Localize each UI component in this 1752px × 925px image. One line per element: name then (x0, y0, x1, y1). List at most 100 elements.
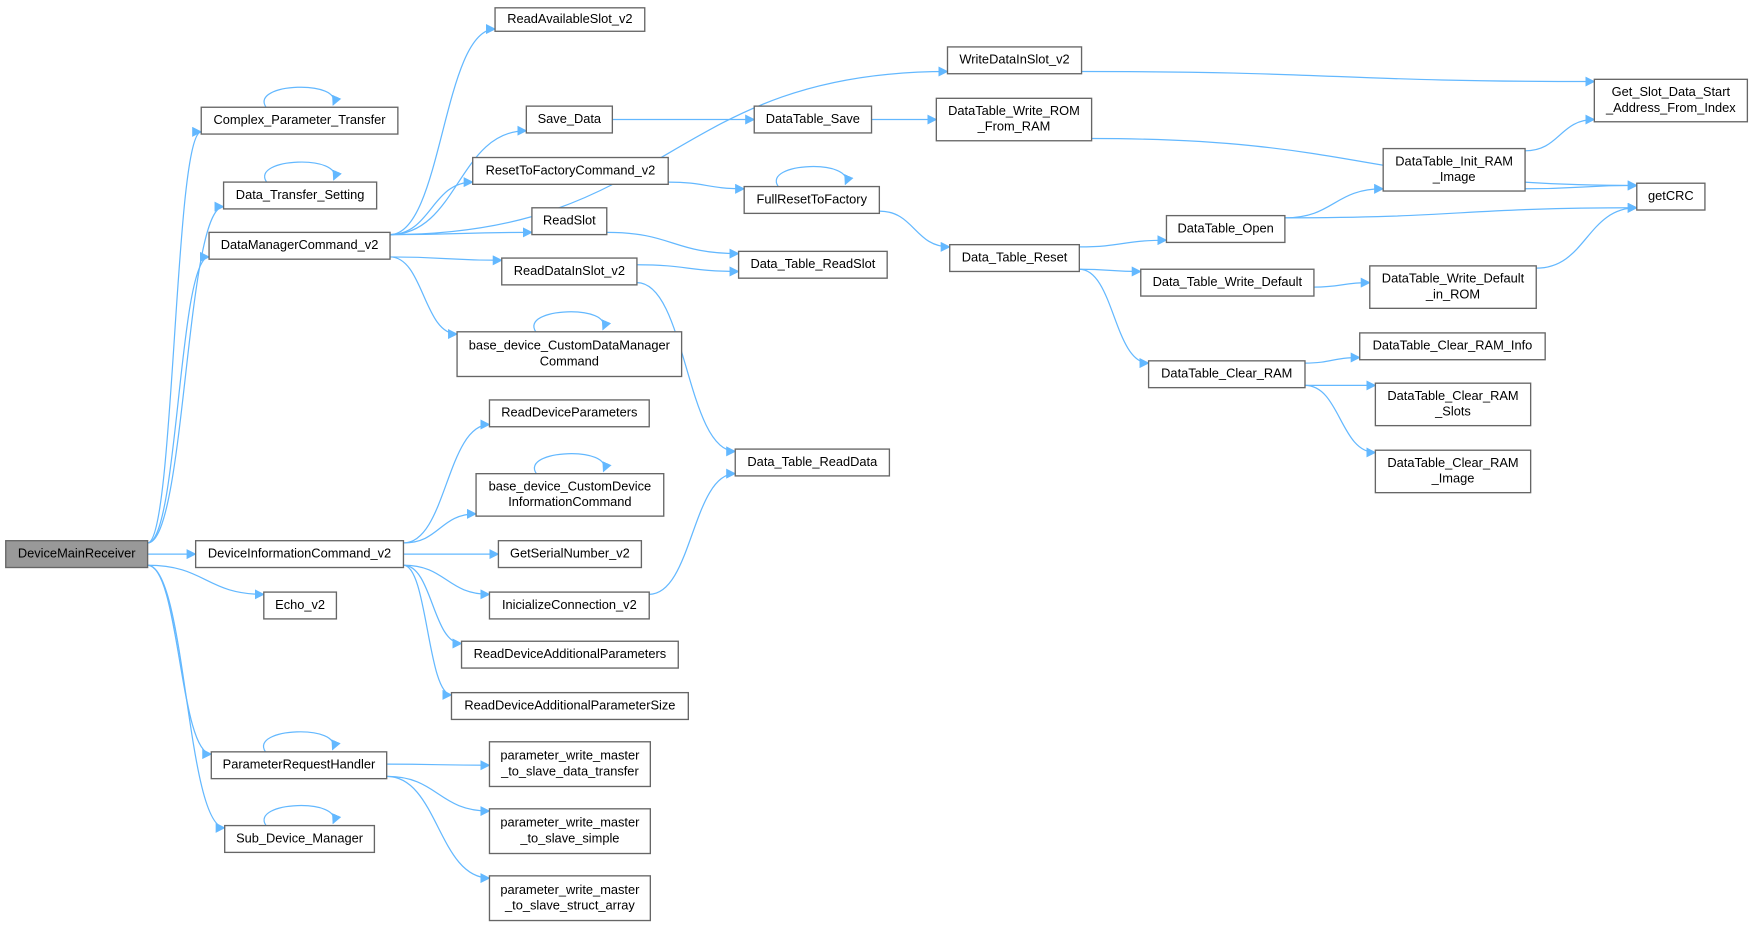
node-get-crc[interactable]: getCRC (1636, 182, 1706, 211)
node-write-data-in-slot-v2[interactable]: WriteDataInSlot_v2 (946, 46, 1083, 75)
edge-full-reset-to-factory-to-data-table-reset (879, 210, 951, 252)
node-label: Echo_v2 (275, 597, 325, 612)
node-pwm-struct-array[interactable]: parameter_write_master_to_slave_struct_a… (488, 875, 652, 922)
edges-layer (147, 24, 1638, 884)
node-label: _to_slave_struct_array (504, 897, 635, 912)
node-data-manager-command-v2[interactable]: DataManagerCommand_v2 (208, 231, 391, 260)
node-box (1374, 382, 1532, 427)
node-read-device-additional-parameter-size[interactable]: ReadDeviceAdditionalParameterSize (450, 691, 689, 721)
edge-data-table-clear-ram-to-data-table-clear-ram-image (1304, 384, 1377, 458)
node-data-table-init-ram-image[interactable]: DataTable_Init_RAM_Image (1382, 147, 1526, 192)
edge-read-data-in-slot-v2-to-data-table-read-slot (636, 264, 740, 277)
node-box (488, 399, 650, 428)
node-label: Sub_Device_Manager (236, 830, 364, 845)
node-data-table-open[interactable]: DataTable_Open (1165, 214, 1286, 244)
edge-data-manager-command-v2-to-read-data-in-slot-v2 (390, 255, 503, 266)
node-label: parameter_write_master (500, 815, 640, 830)
edge-data-transfer-setting-to-data-transfer-setting (263, 161, 342, 183)
node-read-available-slot-v2[interactable]: ReadAvailableSlot_v2 (494, 7, 646, 32)
node-label: _in_ROM (1425, 286, 1480, 301)
node-box (525, 105, 614, 134)
node-label: getCRC (1648, 188, 1694, 203)
edge-data-table-write-rom-from-ram-to-get-crc (1091, 137, 1638, 191)
edge-data-table-reset-to-data-table-open (1079, 235, 1168, 248)
node-data-table-clear-ram-image[interactable]: DataTable_Clear_RAM_Image (1374, 449, 1532, 494)
node-label: DataTable_Clear_RAM (1387, 455, 1518, 470)
node-box (501, 257, 638, 286)
node-data-table-read-slot[interactable]: Data_Table_ReadSlot (737, 250, 888, 279)
node-save-data[interactable]: Save_Data (525, 105, 614, 134)
node-read-device-additional-parameters[interactable]: ReadDeviceAdditionalParameters (460, 640, 679, 669)
node-inicialize-connection-v2[interactable]: InicializeConnection_v2 (488, 591, 650, 620)
node-label: GetSerialNumber_v2 (510, 545, 630, 560)
node-label: parameter_write_master (500, 882, 640, 897)
node-data-table-clear-ram-slots[interactable]: DataTable_Clear_RAM_Slots (1374, 382, 1532, 427)
node-label: ReadSlot (543, 213, 596, 228)
node-label: DataTable_Open (1178, 220, 1274, 235)
node-label: Save_Data (538, 111, 602, 126)
node-box (1382, 147, 1526, 192)
node-reset-to-factory-command-v2[interactable]: ResetToFactoryCommand_v2 (472, 156, 669, 186)
node-box (1147, 360, 1306, 389)
node-label: Data_Table_Reset (962, 249, 1068, 264)
node-get-slot-data-start-address-from-index[interactable]: Get_Slot_Data_Start_Address_From_Index (1593, 78, 1749, 123)
node-full-reset-to-factory[interactable]: FullResetToFactory (743, 185, 881, 215)
node-data-table-read-data[interactable]: Data_Table_ReadData (734, 448, 891, 477)
node-data-table-clear-ram[interactable]: DataTable_Clear_RAM (1147, 360, 1306, 389)
node-box (1369, 265, 1537, 310)
node-data-table-write-default[interactable]: Data_Table_Write_Default (1140, 268, 1315, 297)
node-label: DeviceMainReceiver (18, 545, 136, 560)
node-complex-parameter-transfer[interactable]: Complex_Parameter_Transfer (200, 106, 399, 135)
node-box (1359, 332, 1546, 361)
node-box (460, 640, 679, 669)
node-label: InformationCommand (508, 494, 631, 509)
node-label: DataTable_Clear_RAM (1161, 366, 1292, 381)
node-box (200, 106, 399, 135)
node-read-slot[interactable]: ReadSlot (531, 207, 608, 236)
node-pwm-simple[interactable]: parameter_write_master_to_slave_simple (488, 808, 652, 855)
node-echo-v2[interactable]: Echo_v2 (263, 591, 338, 620)
edge-data-table-reset-to-data-table-clear-ram (1079, 268, 1150, 369)
node-box (935, 97, 1093, 142)
node-read-data-in-slot-v2[interactable]: ReadDataInSlot_v2 (501, 257, 638, 286)
edge-data-manager-command-v2-to-write-data-in-slot-v2 (390, 66, 949, 236)
node-read-device-parameters[interactable]: ReadDeviceParameters (488, 399, 650, 428)
node-sub-device-manager[interactable]: Sub_Device_Manager (224, 824, 376, 854)
node-label: _to_slave_simple (519, 830, 619, 845)
node-get-serial-number-v2[interactable]: GetSerialNumber_v2 (497, 540, 643, 569)
node-data-table-save[interactable]: DataTable_Save (753, 105, 873, 134)
node-label: _Address_From_Index (1605, 100, 1736, 115)
node-label: ReadDeviceParameters (501, 405, 637, 420)
edge-reset-to-factory-command-v2-to-full-reset-to-factory (668, 181, 746, 194)
edge-data-table-init-ram-image-to-get-slot-data-start-address-from-index (1525, 114, 1596, 152)
node-data-table-write-default-in-rom[interactable]: DataTable_Write_Default_in_ROM (1369, 265, 1537, 310)
edge-device-main-receiver-to-complex-parameter-transfer (147, 126, 203, 544)
node-box (224, 824, 376, 854)
edge-full-reset-to-factory-to-full-reset-to-factory (775, 165, 854, 187)
edge-data-manager-command-v2-to-reset-to-factory-command-v2 (390, 177, 474, 236)
edge-data-manager-command-v2-to-read-available-slot-v2 (390, 24, 497, 236)
node-label: DataTable_Init_RAM (1395, 153, 1513, 168)
node-label: DataTable_Write_Default (1382, 271, 1525, 286)
node-device-information-command-v2[interactable]: DeviceInformationCommand_v2 (194, 540, 405, 569)
edge-data-manager-command-v2-to-save-data (390, 125, 528, 236)
edge-parameter-request-handler-to-pwm-data-transfer (386, 760, 491, 771)
node-pwm-data-transfer[interactable]: parameter_write_master_to_slave_data_tra… (488, 741, 652, 788)
node-label: DataTable_Clear_RAM_Info (1373, 338, 1533, 353)
node-device-main-receiver[interactable]: DeviceMainReceiver (5, 540, 149, 569)
node-parameter-request-handler[interactable]: ParameterRequestHandler (210, 751, 388, 780)
edge-data-manager-command-v2-to-base-device-custom-data-manager-command (390, 256, 459, 340)
node-label: Data_Table_ReadData (747, 454, 878, 469)
node-label: _Image (1432, 169, 1476, 184)
node-data-table-reset[interactable]: Data_Table_Reset (949, 243, 1080, 273)
edge-data-table-open-to-data-table-init-ram-image (1284, 183, 1385, 219)
node-data-table-write-rom-from-ram[interactable]: DataTable_Write_ROM_From_RAM (935, 97, 1093, 142)
node-data-transfer-setting[interactable]: Data_Transfer_Setting (222, 181, 378, 210)
edge-read-data-in-slot-v2-to-data-table-read-data (636, 282, 737, 457)
node-base-device-custom-device-information-command[interactable]: base_device_CustomDeviceInformationComma… (475, 473, 665, 517)
edge-device-information-command-v2-to-read-device-additional-parameter-size (403, 564, 453, 700)
node-data-table-clear-ram-info[interactable]: DataTable_Clear_RAM_Info (1359, 332, 1546, 361)
node-label: Data_Table_ReadSlot (750, 256, 875, 271)
node-label: ParameterRequestHandler (223, 757, 376, 772)
